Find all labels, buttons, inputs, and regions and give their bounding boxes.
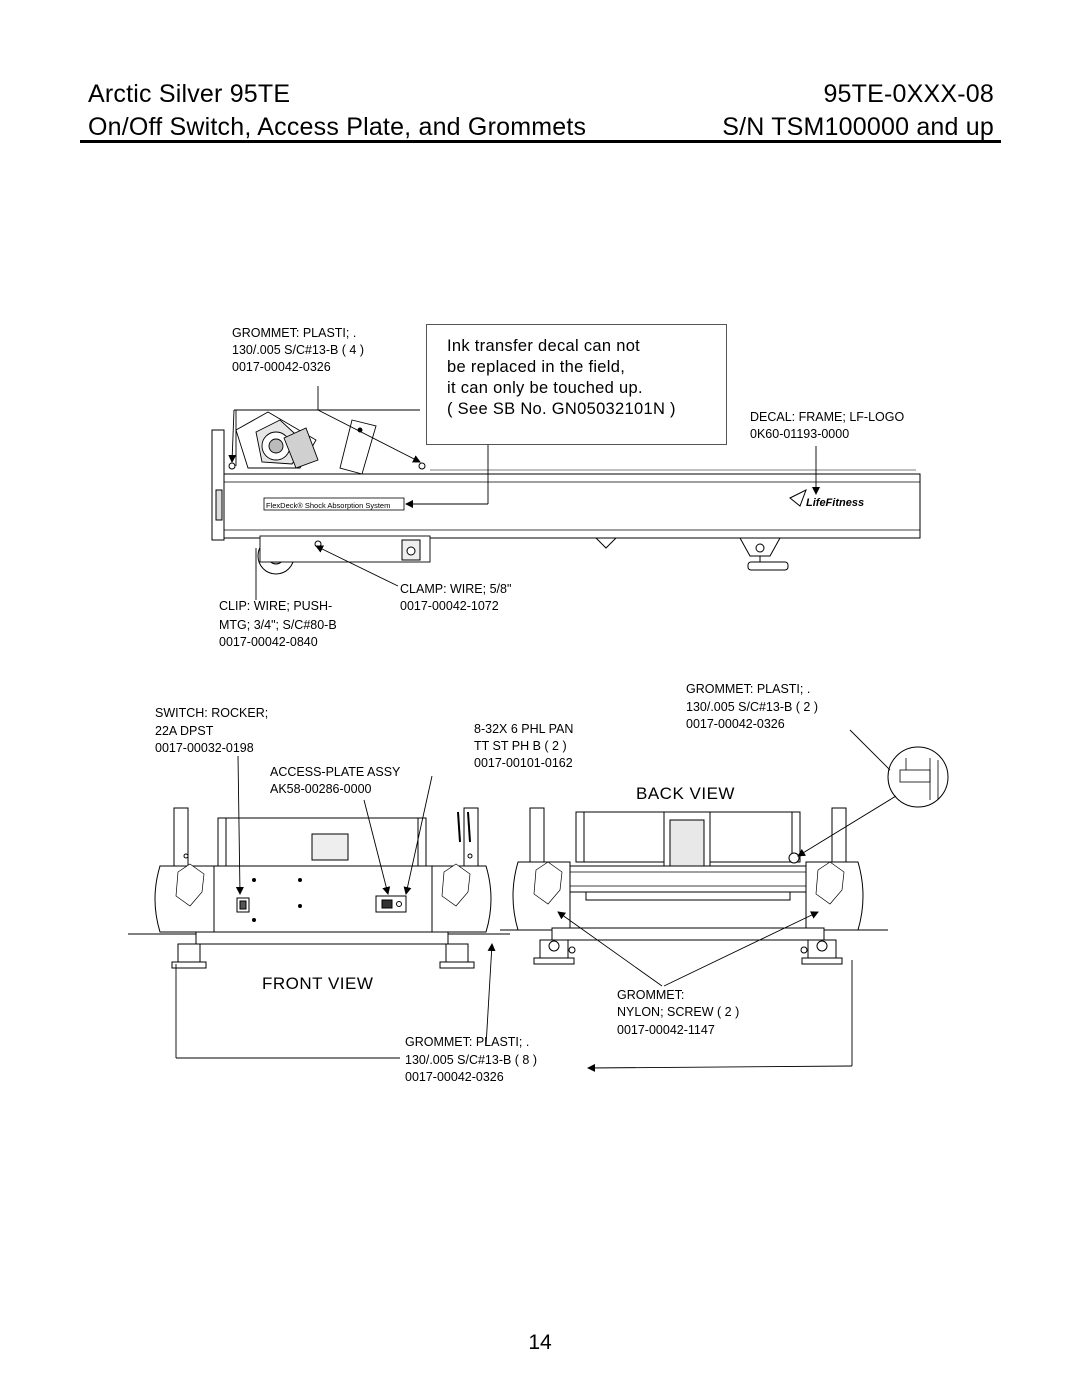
callout-screw-pan-line3: 0017-00101-0162	[474, 756, 573, 770]
callout-grommet-back-line1: GROMMET: PLASTI; .	[686, 682, 811, 696]
callout-clip-wire-line1: CLIP: WIRE; PUSH-	[219, 599, 333, 613]
callout-clip-wire-line2: MTG; 3/4"; S/C#80-B	[219, 618, 337, 632]
callout-grommet-top-line3: 0017-00042-0326	[232, 360, 331, 374]
callout-screw-pan-line2: TT ST PH B ( 2 )	[474, 739, 567, 753]
callout-access-plate-line1: ACCESS-PLATE ASSY	[270, 765, 401, 779]
model-number: 95TE-0XXX-08	[823, 80, 994, 108]
back-view-label: BACK VIEW	[636, 784, 735, 803]
tread-surface	[430, 469, 916, 475]
note-line-1: Ink transfer decal can not	[447, 337, 641, 355]
motor-assembly	[235, 409, 420, 475]
rear-foot-pad	[747, 561, 789, 571]
front-view-drawing	[128, 807, 510, 969]
header-rule	[80, 140, 1001, 143]
callout-switch-rocker-line2: 22A DPST	[155, 724, 214, 738]
callout-access-plate-line2: AK58-00286-0000	[270, 782, 372, 796]
callout-switch-rocker-line3: 0017-00032-0198	[155, 741, 254, 755]
callout-grommet-back-line2: 130/.005 S/C#13-B ( 2 )	[686, 700, 819, 714]
callout-decal-frame-line2: 0K60-01193-0000	[750, 427, 850, 441]
callout-screw-pan-line1: 8-32X 6 PHL PAN	[474, 722, 574, 736]
left-end-cap	[211, 429, 225, 541]
note-line-3: it can only be touched up.	[447, 379, 643, 397]
callout-clamp-wire-line1: CLAMP: WIRE; 5/8"	[400, 582, 512, 596]
back-view-drawing	[500, 746, 949, 965]
callout-clamp-wire-line2: 0017-00042-1072	[400, 599, 499, 613]
callout-grommet-nylon-line3: 0017-00042-1147	[617, 1023, 715, 1037]
callout-decal-frame-line1: DECAL: FRAME; LF-LOGO	[750, 410, 905, 424]
front-view-label: FRONT VIEW	[262, 974, 374, 993]
callout-grommet-top-line1: GROMMET: PLASTI; .	[232, 326, 357, 340]
callout-grommet-nylon-line1: GROMMET:	[617, 988, 685, 1002]
callout-grommet-bottom-line1: GROMMET: PLASTI; .	[405, 1035, 530, 1049]
side-view-drawing	[211, 409, 921, 575]
section-title: On/Off Switch, Access Plate, and Grommet…	[88, 113, 587, 141]
callout-grommet-bottom-line3: 0017-00042-0326	[405, 1070, 504, 1084]
ink-transfer-note-box	[426, 324, 727, 445]
lf-logo-text: LifeFitness	[806, 497, 864, 509]
callout-grommet-bottom-line2: 130/.005 S/C#13-B ( 8 )	[405, 1053, 538, 1067]
page-number: 14	[528, 1331, 552, 1354]
product-title: Arctic Silver 95TE	[88, 80, 291, 108]
callout-grommet-back-line3: 0017-00042-0326	[686, 717, 785, 731]
callout-clip-wire-line3: 0017-00042-0840	[219, 635, 318, 649]
callout-switch-rocker-line1: SWITCH: ROCKER;	[155, 706, 269, 720]
flexdeck-decal-text: FlexDeck® Shock Absorption System	[266, 501, 390, 510]
note-line-2: be replaced in the field,	[447, 358, 626, 376]
flexdeck-decal	[263, 497, 405, 511]
serial-range: S/N TSM100000 and up	[722, 113, 994, 141]
callout-grommet-nylon-line2: NYLON; SCREW ( 2 )	[617, 1005, 740, 1019]
callout-grommet-top-line2: 130/.005 S/C#13-B ( 4 )	[232, 343, 365, 357]
note-line-4: ( See SB No. GN05032101N )	[447, 400, 676, 418]
